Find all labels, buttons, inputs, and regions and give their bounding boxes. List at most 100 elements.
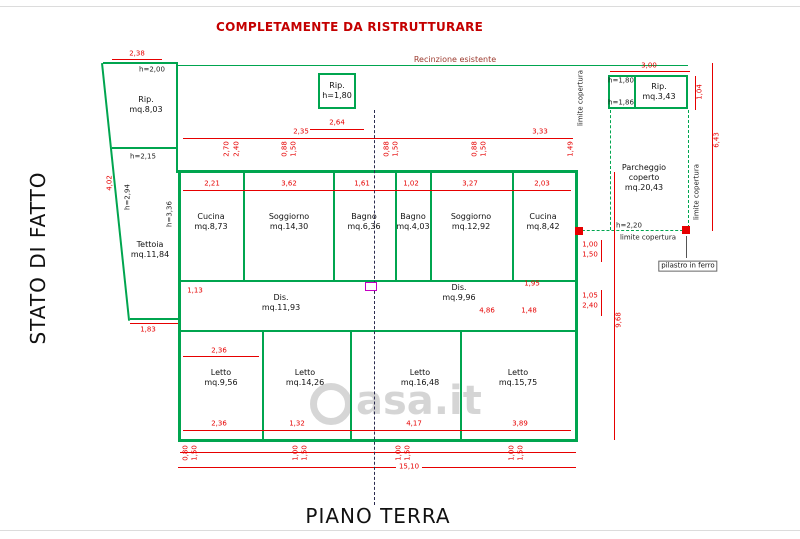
room-bagno-2: Bagno mq.4,03 — [396, 212, 430, 231]
dim-label: 1,50 — [479, 141, 488, 157]
room-bagno-1: Bagno mq.6,36 — [347, 212, 381, 231]
dim-label: 1,50 — [289, 141, 298, 157]
state-label: STATO DI FATTO — [26, 171, 50, 345]
dim-label: 3,62 — [281, 179, 297, 188]
dim-label: 1,32 — [289, 419, 305, 428]
coverage-limit-left — [610, 110, 611, 230]
wall-partition — [395, 172, 397, 282]
wall-partition — [430, 172, 432, 282]
dim-label: 1,13 — [187, 286, 203, 295]
page-rule-top — [0, 6, 800, 7]
dimension-line — [183, 430, 571, 431]
wall-building-top — [178, 170, 578, 173]
dimension-line — [183, 138, 573, 139]
plan-symbol — [365, 282, 377, 291]
dim-label: 0,88 — [280, 141, 289, 157]
dimension-line — [695, 76, 696, 110]
wall-building-right — [575, 170, 578, 442]
dim-label: 1,00 — [582, 240, 598, 249]
room-rip-topright: Rip. mq.3,43 — [642, 82, 676, 101]
dimension-line — [601, 290, 602, 316]
dim-label: 1,50 — [582, 250, 598, 259]
wall-partition — [243, 172, 245, 282]
wall-partition — [350, 332, 352, 439]
dimension-line — [712, 63, 713, 231]
wall-partition — [262, 332, 264, 439]
wall-partition — [512, 172, 514, 282]
dim-label: 2,40 — [582, 301, 598, 310]
room-letto-2: Letto mq.14,26 — [285, 368, 325, 387]
rip-topright-divider — [634, 77, 636, 107]
wall-partition — [333, 172, 335, 282]
room-soggiorno-1: Soggiorno mq.14,30 — [268, 212, 310, 231]
dim-label: 1,61 — [354, 179, 370, 188]
room-dis-1: Dis. mq.11,93 — [261, 293, 301, 312]
dim-label: 15,10 — [395, 462, 423, 472]
room-dis-2: Dis. mq.9,96 — [442, 283, 476, 302]
dim-label: 1,49 — [566, 141, 575, 157]
wall-annex-bottom — [130, 318, 180, 320]
dim-label: 0,88 — [470, 141, 479, 157]
room-parcheggio: Parcheggio coperto mq.20,43 — [621, 163, 667, 192]
dim-label: 2,64 — [329, 118, 345, 127]
dim-label: 1,95 — [524, 279, 540, 288]
height-tettoia-3: h=3,36 — [165, 201, 174, 227]
dim-label: 1,50 — [190, 445, 199, 461]
dim-label: 1,50 — [300, 445, 309, 461]
dim-label: 1,50 — [403, 445, 412, 461]
dim-label: 4,86 — [479, 306, 495, 315]
label-limite-copertura-1: limite copertura — [619, 233, 677, 242]
dim-label: 2,35 — [293, 127, 309, 136]
dim-label: 1,50 — [391, 141, 400, 157]
dim-label: 1,05 — [582, 291, 598, 300]
dim-label: 3,00 — [641, 61, 657, 70]
room-letto-1: Letto mq.9,56 — [204, 368, 238, 387]
wall-annex-top — [103, 62, 178, 64]
drawing-title: COMPLETAMENTE DA RISTRUTTURARE — [216, 20, 484, 34]
room-rip-center: Rip. h=1,80 — [322, 81, 352, 100]
wall-annex-right — [176, 63, 178, 173]
pilastro-leader-line — [686, 236, 687, 258]
dim-label: 2,38 — [129, 49, 145, 58]
floor-label: PIANO TERRA — [305, 504, 451, 528]
coverage-limit-bottom — [577, 230, 688, 231]
wall-partition — [460, 332, 462, 439]
dim-label: 2,03 — [534, 179, 550, 188]
dim-label: 3,33 — [532, 127, 548, 136]
coverage-corner-marker — [575, 227, 583, 235]
room-tettoia: Tettoia mq.11,84 — [130, 240, 170, 259]
height-tettoia-1: h=2,15 — [130, 152, 156, 161]
pilastro-marker — [682, 226, 690, 234]
room-rip-topleft: Rip. mq.8,03 — [129, 95, 163, 114]
label-recinzione: Recinzione esistente — [413, 55, 497, 64]
dim-label: 1,00 — [507, 445, 516, 461]
room-cucina-2: Cucina mq.8,42 — [526, 212, 560, 231]
dim-label: 1,83 — [140, 325, 156, 334]
label-limite-copertura-3: limite copertura — [692, 163, 701, 221]
section-axis-line — [374, 110, 375, 505]
dim-label: 1,48 — [521, 306, 537, 315]
room-letto-4: Letto mq.15,75 — [498, 368, 538, 387]
room-cucina-1: Cucina mq.8,73 — [194, 212, 228, 231]
dim-label: 4,17 — [406, 419, 422, 428]
label-limite-copertura-2: limite copertura — [576, 69, 585, 127]
wall-building-left — [178, 170, 181, 442]
dim-label: 2,21 — [204, 179, 220, 188]
dim-label: 2,70 — [222, 141, 231, 157]
page-rule-bottom — [0, 530, 800, 531]
wall-corridor-top — [181, 280, 575, 282]
height-rip-topleft: h=2,00 — [139, 65, 165, 74]
dim-label: 2,36 — [211, 346, 227, 355]
wall-annex-divider — [112, 147, 178, 149]
dim-label: 3,27 — [462, 179, 478, 188]
room-soggiorno-2: Soggiorno mq.12,92 — [450, 212, 492, 231]
dim-label: 1,50 — [516, 445, 525, 461]
dim-label: 0,88 — [382, 141, 391, 157]
wall-building-bottom — [178, 439, 578, 442]
rip-center-outline — [318, 73, 356, 109]
dim-label: 1,00 — [291, 445, 300, 461]
dimension-line — [183, 356, 259, 357]
dimension-line — [180, 452, 576, 453]
rip-topright-outline — [608, 75, 688, 109]
